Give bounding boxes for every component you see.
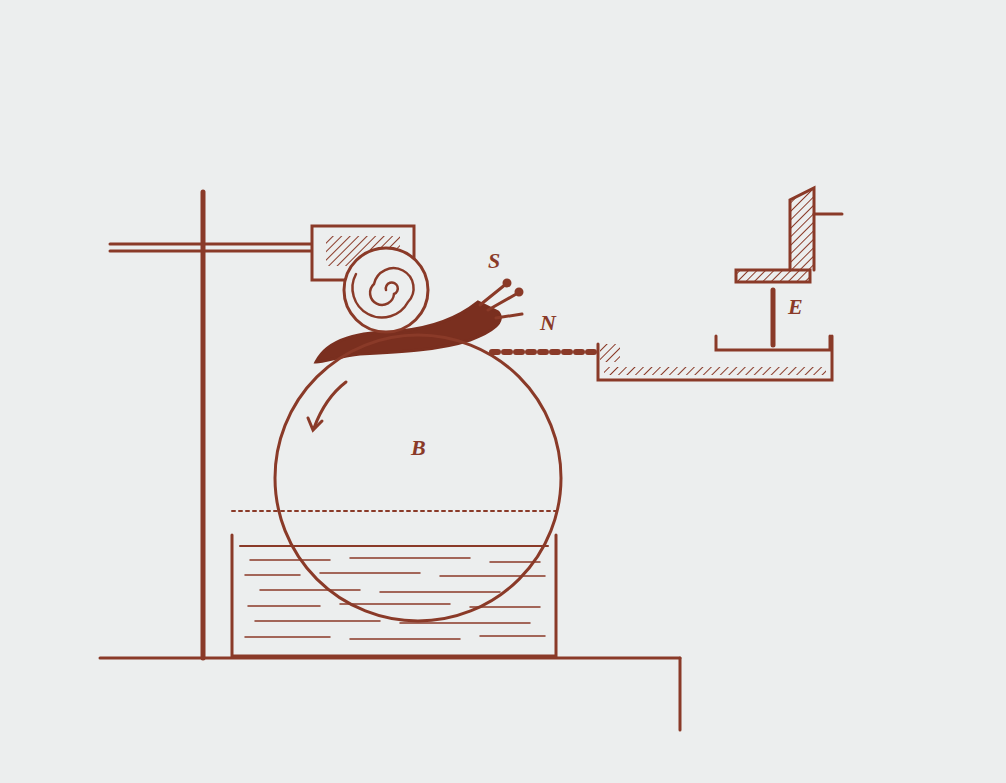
water-surface: [240, 545, 548, 547]
part-letter: S: [488, 250, 500, 272]
recorder-pin: [814, 213, 842, 216]
stand-pole: [201, 192, 206, 658]
stand-rod: [110, 243, 312, 246]
snail-shell: [344, 248, 428, 332]
stand-disc: [736, 270, 810, 282]
lever-hatching: [604, 367, 826, 375]
part-letter: N: [540, 312, 556, 334]
ball-outline: [273, 333, 563, 623]
shell-spiral: [352, 268, 413, 317]
rotation-arrowhead: [308, 418, 322, 430]
lever-end: [600, 344, 620, 362]
water-trough: [232, 535, 556, 656]
lever-link: [492, 349, 598, 355]
table-edge: [679, 658, 682, 730]
snail-tentacles: [480, 280, 522, 318]
lever-arm: [598, 336, 832, 380]
part-letter: B: [411, 437, 426, 459]
water-ripples: [245, 558, 545, 639]
ball-circle: [275, 335, 561, 621]
rotation-arrow: [314, 382, 346, 428]
part-letter: E: [788, 296, 803, 318]
recorder-plate: [790, 188, 814, 270]
ball: B: [273, 333, 563, 623]
dotted-level: [232, 510, 556, 512]
stand-post: [771, 290, 776, 345]
stand-rod: [110, 250, 312, 253]
